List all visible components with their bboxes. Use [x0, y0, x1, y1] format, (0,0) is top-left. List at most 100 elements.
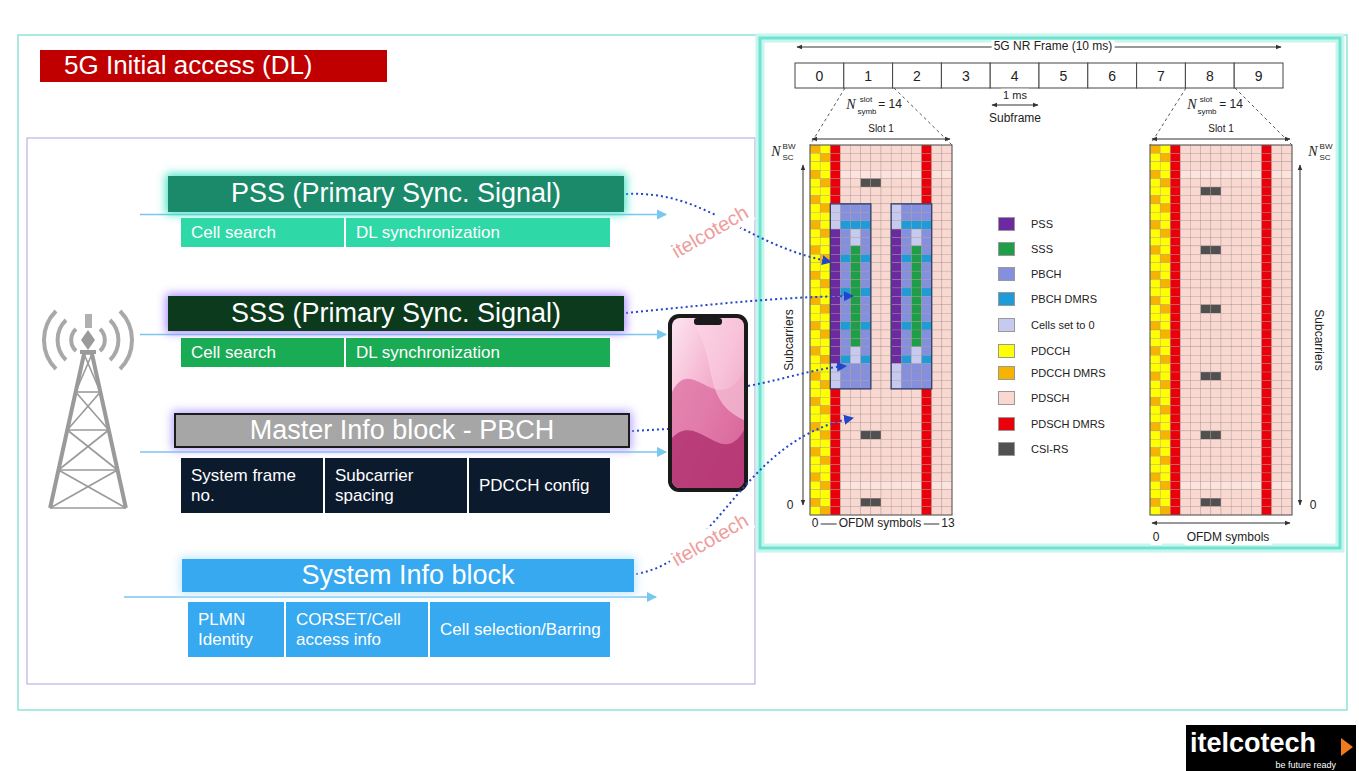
resource-element	[891, 162, 901, 170]
axis-label: BW	[1320, 142, 1333, 151]
resource-element	[1231, 212, 1241, 220]
resource-element	[1282, 439, 1292, 447]
resource-element	[851, 423, 861, 431]
resource-element	[851, 380, 861, 388]
resource-element	[1150, 431, 1160, 439]
resource-element	[1282, 473, 1292, 481]
resource-element	[911, 456, 921, 464]
resource-element	[1272, 423, 1282, 431]
resource-element	[871, 263, 881, 271]
resource-element	[901, 498, 911, 506]
resource-element	[1221, 414, 1231, 422]
resource-element	[840, 406, 850, 414]
resource-element	[891, 364, 901, 372]
title-text: 5G Initial access (DL)	[64, 51, 313, 81]
resource-element	[861, 271, 871, 279]
resource-element	[1262, 414, 1272, 422]
resource-element	[1282, 465, 1292, 473]
resource-element	[1282, 498, 1292, 506]
resource-element	[851, 465, 861, 473]
resource-element	[932, 431, 942, 439]
resource-element	[1170, 212, 1180, 220]
resource-element	[861, 145, 871, 153]
resource-element	[1201, 195, 1211, 203]
resource-element	[922, 263, 932, 271]
resource-element	[881, 170, 891, 178]
resource-element	[922, 246, 932, 254]
resource-element	[851, 414, 861, 422]
resource-element	[1241, 406, 1251, 414]
resource-element	[1201, 145, 1211, 153]
radio-wave	[44, 311, 56, 369]
resource-element	[861, 507, 871, 515]
resource-element	[810, 338, 820, 346]
resource-element	[1201, 456, 1211, 464]
resource-element	[871, 431, 881, 439]
resource-element	[871, 448, 881, 456]
resource-element	[840, 322, 850, 330]
resource-element	[1211, 490, 1221, 498]
axis-label: 5G NR Frame (10 ms)	[992, 40, 1115, 54]
resource-element	[840, 490, 850, 498]
resource-element	[922, 271, 932, 279]
resource-element	[901, 423, 911, 431]
resource-element	[922, 481, 932, 489]
resource-element	[1262, 389, 1272, 397]
resource-element	[922, 305, 932, 313]
frame-cell	[1039, 63, 1088, 88]
resource-element	[1272, 212, 1282, 220]
resource-element	[1221, 170, 1231, 178]
axis-label: = 14	[1217, 98, 1245, 112]
resource-element	[1221, 280, 1231, 288]
resource-element	[1160, 195, 1170, 203]
resource-element	[1221, 179, 1231, 187]
resource-element	[1201, 330, 1211, 338]
resource-element	[1170, 481, 1180, 489]
resource-element	[861, 187, 871, 195]
resource-element	[1241, 439, 1251, 447]
resource-element	[820, 145, 830, 153]
resource-element	[871, 322, 881, 330]
resource-element	[871, 364, 881, 372]
resource-element	[1160, 380, 1170, 388]
resource-element	[1251, 288, 1261, 296]
resource-element	[1201, 465, 1211, 473]
resource-element	[871, 355, 881, 363]
resource-element	[1251, 221, 1261, 229]
box-text: System Info block	[301, 560, 514, 591]
resource-element	[810, 498, 820, 506]
resource-element	[1262, 448, 1272, 456]
resource-element	[1150, 414, 1160, 422]
resource-element	[1201, 490, 1211, 498]
frame-cell	[1088, 63, 1137, 88]
resource-element	[911, 246, 921, 254]
play-triangle	[1341, 738, 1353, 756]
resource-element	[942, 490, 952, 498]
resource-element	[1211, 372, 1221, 380]
resource-element	[871, 439, 881, 447]
resource-element	[1180, 406, 1190, 414]
resource-element	[1282, 187, 1292, 195]
resource-element	[901, 296, 911, 304]
axis-label: N	[846, 97, 855, 113]
resource-element	[871, 288, 881, 296]
resource-element	[1262, 397, 1272, 405]
resource-element	[911, 338, 921, 346]
resource-element	[911, 490, 921, 498]
resource-element	[901, 305, 911, 313]
resource-element	[810, 414, 820, 422]
resource-element	[840, 456, 850, 464]
resource-element	[851, 372, 861, 380]
resource-element	[922, 372, 932, 380]
resource-element	[1221, 145, 1231, 153]
tower-lattice	[67, 392, 100, 430]
resource-element	[942, 263, 952, 271]
resource-element	[922, 448, 932, 456]
resource-element	[942, 238, 952, 246]
resource-element	[861, 288, 871, 296]
resource-element	[1231, 305, 1241, 313]
resource-element	[871, 238, 881, 246]
resource-element	[881, 212, 891, 220]
inner-panel	[27, 138, 755, 684]
resource-element	[901, 439, 911, 447]
